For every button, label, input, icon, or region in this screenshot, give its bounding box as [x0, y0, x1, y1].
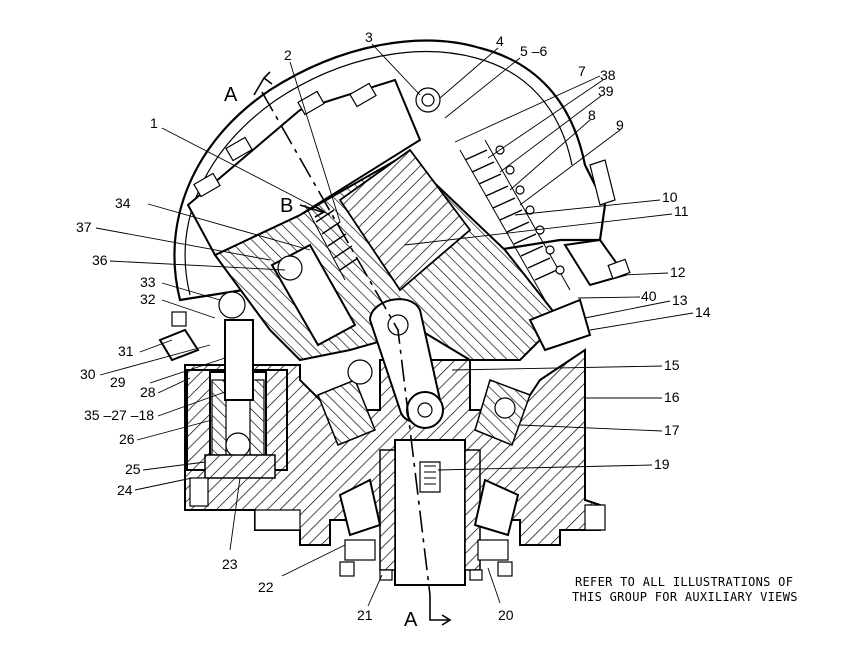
callout-17: 17	[664, 422, 680, 438]
spring-stack-right	[459, 139, 571, 301]
callout-4: 4	[496, 33, 504, 49]
callout-3: 3	[365, 29, 373, 45]
callout-2: 2	[284, 47, 292, 63]
left-valve-assembly	[186, 291, 288, 507]
bottom-seals	[339, 539, 513, 581]
plug-fitting	[563, 238, 631, 287]
callout-14: 14	[695, 304, 711, 320]
callout-33: 33	[140, 274, 156, 290]
bearings	[317, 359, 531, 537]
left-fitting	[158, 311, 200, 362]
callout-10: 10	[662, 189, 678, 205]
callout-11: 11	[674, 203, 689, 219]
note-line-2: THIS GROUP FOR AUXILIARY VIEWS	[572, 590, 798, 604]
callout-20: 20	[498, 607, 514, 623]
callout-35-27-18: 35 –27 –18	[84, 407, 154, 423]
callout-31: 31	[118, 343, 134, 359]
callout-21: 21	[357, 607, 373, 623]
callout-9: 9	[616, 117, 624, 133]
callout-25: 25	[125, 461, 141, 477]
callout-29: 29	[110, 374, 126, 390]
callout-34: 34	[115, 195, 131, 211]
callout-39: 39	[598, 83, 614, 99]
section-line-aa	[261, 91, 431, 596]
callout-37: 37	[76, 219, 92, 235]
callout-36: 36	[92, 252, 108, 268]
callout-8: 8	[588, 107, 596, 123]
dome-cover	[173, 39, 607, 302]
section-b: B	[280, 195, 293, 217]
callout-22: 22	[258, 579, 274, 595]
callout-40: 40	[641, 288, 657, 304]
callout-23: 23	[222, 556, 238, 572]
callout-13: 13	[672, 292, 688, 308]
callout-24: 24	[117, 482, 133, 498]
callout-5-6: 5 –6	[520, 43, 547, 59]
section-a-top: A	[224, 84, 238, 106]
callout-1: 1	[150, 115, 158, 131]
callout-28: 28	[140, 384, 156, 400]
callout-labels: 1 2 3 4 5 –6 7 38 39 8 9 10 11 12 40 13 …	[76, 29, 711, 623]
callout-30: 30	[80, 366, 96, 382]
reference-note: REFER TO ALL ILLUSTRATIONS OF THIS GROUP…	[572, 575, 798, 604]
callout-15: 15	[664, 357, 680, 373]
motor-drawing	[158, 39, 631, 626]
head-plate	[186, 78, 422, 257]
connecting-rod	[368, 298, 444, 429]
section-a-bottom: A	[404, 609, 418, 631]
leader-lines	[95, 43, 694, 607]
spring-stack-left	[304, 197, 359, 281]
callout-32: 32	[140, 291, 156, 307]
callout-19: 19	[654, 456, 670, 472]
callout-12: 12	[670, 264, 686, 280]
output-shaft	[379, 439, 481, 586]
note-line-1: REFER TO ALL ILLUSTRATIONS OF	[575, 575, 793, 589]
callout-38: 38	[600, 67, 616, 83]
section-labels: A B A	[224, 84, 418, 631]
callout-7: 7	[578, 63, 586, 79]
callout-26: 26	[119, 431, 135, 447]
callout-16: 16	[664, 389, 680, 405]
